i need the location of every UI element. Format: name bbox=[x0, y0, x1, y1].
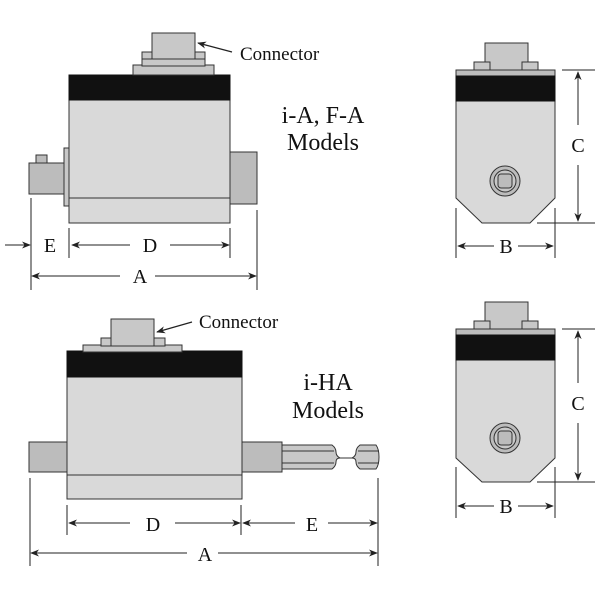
left-drive bbox=[28, 441, 68, 473]
side-connector bbox=[484, 42, 529, 72]
left-drive bbox=[28, 162, 67, 195]
dim-d-label: D bbox=[146, 514, 160, 536]
side-ear-left bbox=[473, 320, 491, 330]
dim-b-label: B bbox=[499, 236, 512, 258]
connector-label: Connector bbox=[199, 312, 279, 333]
top-dimension-lines bbox=[5, 198, 258, 290]
connector bbox=[151, 32, 196, 60]
top-side-dimension-lines bbox=[455, 69, 595, 258]
right-drive bbox=[229, 151, 258, 205]
bottom-side-view bbox=[455, 301, 556, 483]
side-black-band bbox=[455, 75, 556, 102]
bottom-front-view bbox=[28, 318, 380, 500]
dim-e-label: E bbox=[306, 514, 318, 536]
dim-a-label: A bbox=[133, 266, 148, 288]
bottom-dimension-lines bbox=[29, 478, 379, 566]
dim-e-label: E bbox=[44, 235, 56, 257]
dim-a-label: A bbox=[198, 544, 213, 566]
side-black-band bbox=[455, 334, 556, 361]
black-band bbox=[68, 74, 231, 101]
connector-leader bbox=[197, 41, 233, 53]
model-title-line2: Models bbox=[287, 130, 359, 156]
model-title-line1: i-A, F-A bbox=[282, 103, 365, 129]
connector-leader bbox=[156, 321, 193, 334]
side-ear-right bbox=[521, 320, 539, 330]
model-title-line2: Models bbox=[292, 398, 364, 424]
connector-label: Connector bbox=[240, 44, 320, 65]
top-front-view bbox=[28, 32, 258, 224]
top-side-view bbox=[455, 42, 556, 224]
side-ear-right bbox=[521, 61, 539, 71]
dim-b-label: B bbox=[499, 496, 512, 518]
hex-bit bbox=[281, 444, 380, 470]
drive-socket-square bbox=[497, 173, 513, 189]
dim-c-label: C bbox=[571, 135, 584, 157]
model-title-line1: i-HA bbox=[303, 370, 353, 396]
connector bbox=[110, 318, 155, 347]
side-connector bbox=[484, 301, 529, 331]
dim-c-label: C bbox=[571, 393, 584, 415]
dim-d-label: D bbox=[143, 235, 157, 257]
right-drive bbox=[241, 441, 283, 473]
black-band bbox=[66, 350, 243, 378]
side-ear-left bbox=[473, 61, 491, 71]
bottom-side-dimension-lines bbox=[455, 328, 595, 518]
drive-socket-square bbox=[497, 430, 513, 446]
